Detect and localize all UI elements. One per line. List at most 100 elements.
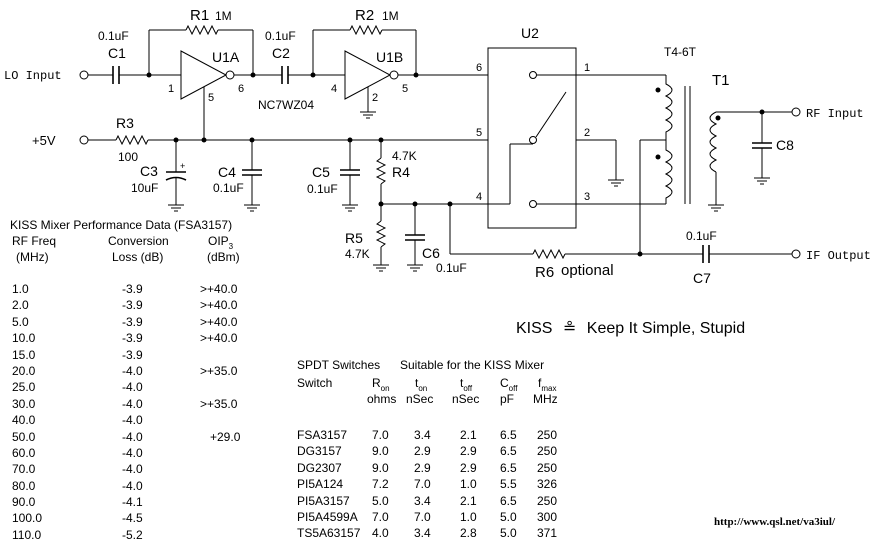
switch-cell-part: FSA3157 [297, 428, 348, 442]
switch-col-ron-sub: on [380, 384, 390, 393]
c5-value: 0.1uF [307, 182, 338, 196]
mixer-cell-freq: 30.0 [12, 396, 36, 411]
switch-col-toff-h2: nSec [452, 392, 480, 406]
mixer-cell-freq: 50.0 [12, 429, 36, 444]
c1-ref: C1 [108, 45, 126, 61]
mixer-table-row: 20.0-4.0>+35.0 [0, 363, 300, 379]
switch-col-ton-sub: on [418, 384, 428, 393]
switch-cell-ton: 3.4 [414, 493, 431, 508]
switch-col-fmax-sub: max [541, 384, 557, 393]
mixer-cell-loss: -3.9 [122, 282, 143, 296]
u2-wiper [535, 91, 567, 138]
mixer-cell-freq: 10.0 [12, 331, 36, 346]
mixer-col-loss-h1: Conversion [108, 234, 169, 248]
mixer-cell-freq: 80.0 [12, 478, 36, 493]
u2-contact-3 [529, 200, 537, 208]
c3-value: 10uF [131, 181, 158, 195]
switch-cell-toff: 2.1 [460, 428, 477, 442]
mixer-cell-loss: -4.0 [122, 478, 143, 493]
switch-cell-part: DG3157 [297, 444, 342, 459]
mixer-cell-loss: -3.9 [122, 314, 143, 329]
mixer-table-row: 25.0-4.0 [0, 379, 300, 395]
switch-table-title-right: Suitable for the KISS Mixer [400, 358, 545, 372]
mixer-cell-oip3: >+35.0 [200, 396, 238, 411]
mixer-cell-oip3: >+40.0 [200, 314, 238, 329]
mixer-cell-loss: -4.0 [122, 396, 143, 411]
r5-ref: R5 [345, 230, 363, 246]
mixer-cell-loss: -3.9 [122, 347, 143, 362]
if-output-port [791, 249, 801, 259]
r4-ref: R4 [392, 164, 410, 180]
r6-ref: R6 [535, 264, 554, 281]
mixer-table-row: 15.0-3.9 [0, 347, 300, 363]
mixer-col-freq-h2: (MHz) [16, 250, 49, 264]
r1-ref: R1 [190, 7, 209, 24]
switch-cell-toff: 1.0 [460, 477, 477, 492]
switch-cell-coff: 6.5 [500, 428, 517, 442]
r1-resistor [185, 24, 219, 36]
mixer-cell-loss: -4.0 [122, 380, 143, 395]
mixer-cell-oip3: +29.0 [210, 429, 241, 444]
mixer-cell-loss: -4.1 [122, 495, 143, 510]
switch-col-ton-h2: nSec [406, 392, 434, 406]
r6-note: optional [561, 262, 614, 279]
mixer-table-row: 50.0 -4.0 +29.0 [0, 429, 300, 445]
mixer-col-freq-h1: RF Freq [12, 234, 57, 248]
u2-pin1: 1 [584, 62, 590, 74]
mixer-cell-freq: 100.0 [12, 511, 43, 526]
c7-ref: C7 [693, 270, 711, 286]
mixer-cell-oip3: >+40.0 [200, 331, 238, 346]
switch-cell-coff: 6.5 [500, 493, 517, 508]
kiss-note: KISS ≗ Keep It Simple, Stupid [516, 318, 745, 338]
lo-input-label: LO Input [4, 69, 62, 83]
u1a-pin-out: 6 [238, 83, 244, 95]
r6-resistor [532, 248, 566, 260]
mixer-cell-loss: -4.0 [122, 429, 143, 444]
c3-polarity: + [180, 161, 185, 171]
c7-value: 0.1uF [686, 229, 717, 243]
kiss-note-left: KISS [516, 320, 553, 337]
switch-col-toff-h1: toff [460, 376, 472, 393]
t1-secondary [709, 111, 718, 173]
u1a-pin-in: 1 [168, 83, 174, 95]
r5-resistor [375, 220, 387, 248]
mixer-cell-freq: 5.0 [12, 314, 29, 329]
u2-ref: U2 [521, 25, 539, 41]
switch-cell-part: PI5A124 [297, 477, 344, 492]
mixer-cell-loss: -4.0 [122, 363, 143, 378]
switch-cell-ron: 7.0 [372, 428, 389, 442]
mixer-cell-loss: -3.9 [122, 298, 143, 313]
plus5v-label: +5V [32, 133, 56, 148]
kiss-note-right: Keep It Simple, Stupid [586, 320, 746, 337]
mixer-table-row: 2.0-3.9>+40.0 [0, 297, 300, 313]
r4-resistor [375, 157, 387, 185]
switch-cell-toff: 2.8 [460, 526, 477, 541]
mixer-cell-freq: 90.0 [12, 495, 36, 510]
c4-ref: C4 [218, 164, 236, 180]
c3-ref: C3 [140, 163, 158, 179]
mixer-cell-freq: 60.0 [12, 445, 36, 460]
mixer-cell-loss: -4.5 [122, 511, 143, 526]
mixer-table-row: 90.0 -4.1 [0, 494, 300, 510]
mixer-table-row: 1.0-3.9>+40.0 [0, 281, 300, 297]
switch-cell-ton: 2.9 [414, 460, 431, 475]
mixer-cell-loss: -4.0 [122, 445, 143, 460]
mixer-table-row: 30.0 -4.0 >+35.0 [0, 396, 300, 412]
switch-cell-fmax: 300 [537, 509, 558, 524]
mixer-table-row: 70.0-4.0 [0, 461, 300, 477]
switch-col-ron-main: R [372, 376, 381, 390]
switch-cell-coff: 5.0 [500, 509, 517, 524]
mixer-table-row: 60.0 -4.0 [0, 445, 300, 461]
footer-url[interactable]: http://www.qsl.net/va3iul/ [714, 516, 836, 528]
u1a-bubble [225, 70, 235, 80]
c3-plate-bottom [165, 176, 187, 181]
mixer-col-oip3-h1: OIP3 [208, 234, 233, 251]
t1-primary-upper [664, 75, 673, 140]
switch-col-coff-h1: Coff [500, 376, 517, 393]
switch-cell-toff: 1.0 [460, 509, 477, 524]
